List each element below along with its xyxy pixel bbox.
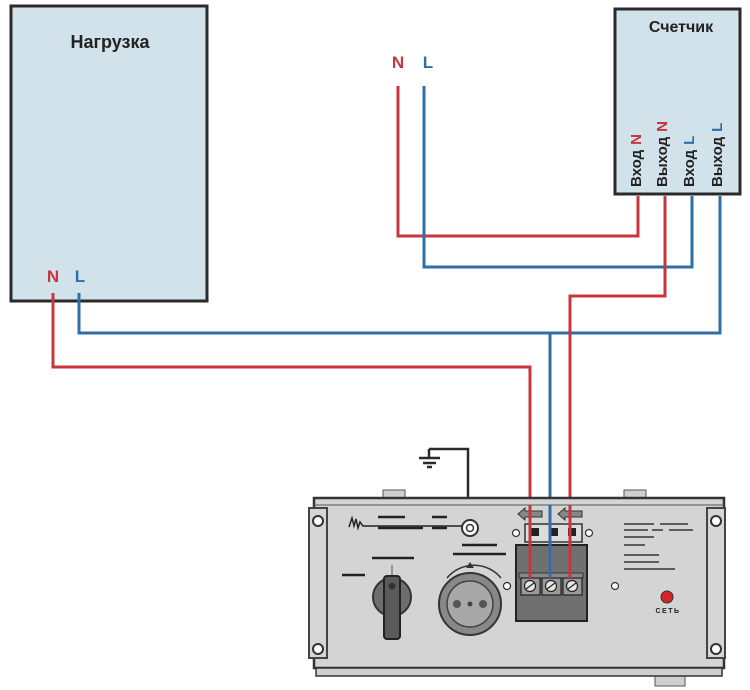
load-box: Нагрузка N L <box>9 4 209 303</box>
svg-text:ВыходL: Выход L <box>709 123 726 187</box>
svg-text:ВыходN: Выход N <box>654 121 671 187</box>
meter-box-frame <box>613 7 742 196</box>
meter-terminal-2-text: Выход <box>654 136 671 187</box>
right-bracket <box>706 507 726 659</box>
ground-symbol-icon <box>419 449 440 469</box>
wire-supply-n-to-meter-in-n <box>396 86 640 238</box>
meter-terminal-1-phase: N <box>628 134 645 145</box>
wire-supply-l-to-meter-in-l <box>422 86 694 269</box>
meter-box: Счетчик Вход N Выход N Вход L Выход L <box>613 7 742 196</box>
meter-terminal-4: Выход L <box>709 123 726 187</box>
power-indicator-icon <box>660 590 674 604</box>
supply-l-label: L <box>423 53 433 72</box>
load-box-title: Нагрузка <box>70 32 150 52</box>
wire-load-n-to-device <box>51 293 532 585</box>
meter-terminal-2-phase: N <box>654 121 671 132</box>
meter-terminal-4-phase: L <box>709 123 726 132</box>
meter-terminal-1: Вход N <box>628 134 645 187</box>
left-bracket <box>308 507 328 659</box>
meter-terminal-1-text: Вход <box>628 149 645 187</box>
power-indicator-label: СЕТЬ <box>655 608 680 615</box>
load-terminal-l: L <box>75 267 85 286</box>
svg-text:ВходN: Вход N <box>628 134 645 187</box>
ground-mark-icon <box>348 515 463 531</box>
meter-terminal-4-text: Выход <box>709 136 726 187</box>
meter-terminal-3-text: Вход <box>681 149 698 187</box>
meter-terminal-3: Вход L <box>681 136 698 187</box>
terminal-screws[interactable] <box>520 577 583 596</box>
wire-meter-out-n-to-device <box>568 196 667 585</box>
meter-title: Счетчик <box>649 19 714 36</box>
label-plate <box>624 523 693 570</box>
meter-terminal-2: Выход N <box>654 121 671 187</box>
svg-text:ВходL: Вход L <box>681 136 698 187</box>
wire-meter-out-l <box>77 196 722 335</box>
supply-n-label: N <box>392 53 404 72</box>
rotary-switch-icon[interactable] <box>372 565 412 640</box>
load-terminal-n: N <box>47 267 59 286</box>
power-socket-icon[interactable] <box>438 572 502 636</box>
load-box-frame <box>9 4 209 303</box>
meter-terminal-3-phase: L <box>681 136 698 145</box>
stabilizer-device: СЕТЬ <box>308 489 726 687</box>
